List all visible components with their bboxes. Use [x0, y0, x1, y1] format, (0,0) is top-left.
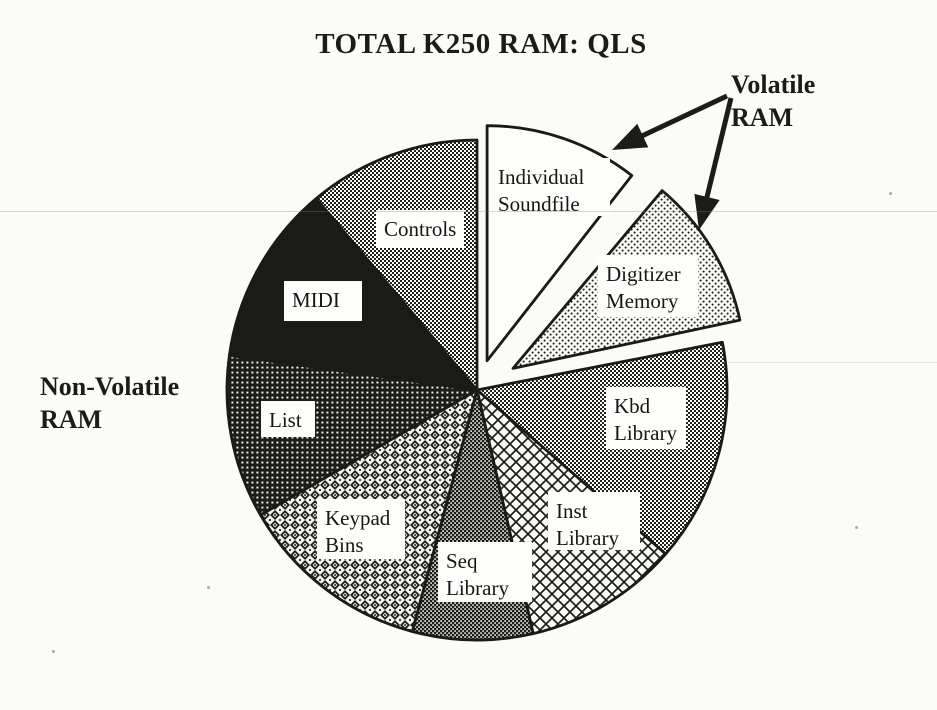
slice-label-box-list [261, 401, 315, 437]
pie-slice-list [225, 353, 479, 517]
slice-label-list-line1: List [269, 408, 302, 432]
slice-label-digitizer-memory-line1: Digitizer [606, 262, 681, 286]
slice-label-inst-library-line1: Inst [556, 499, 588, 523]
slice-label-individual-soundfile-line1: Individual [498, 165, 584, 189]
slice-label-kbd-library-line1: Kbd [614, 394, 651, 418]
non-volatile-ram-label: Non-Volatile RAM [40, 370, 179, 436]
volatile-arrow-to-individual-soundfile-head [612, 123, 649, 150]
slice-label-controls-line1: Controls [384, 217, 456, 241]
slice-label-seq-library-line2: Library [446, 576, 509, 600]
slice-label-box-individual-soundfile [490, 158, 610, 216]
slice-label-midi-line1: MIDI [292, 288, 340, 312]
chart-title: TOTAL K250 RAM: QLS [315, 28, 647, 60]
slice-label-box-midi [284, 281, 362, 321]
slice-label-box-seq-library [438, 542, 532, 602]
volatile-arrow-to-digitizer-memory-shaft [702, 97, 734, 208]
non-volatile-ram-label-line1: Non-Volatile [40, 372, 180, 401]
volatile-ram-label: Volatile RAM [731, 68, 815, 134]
slice-label-individual-soundfile-line2: Soundfile [498, 192, 580, 216]
slice-label-box-kbd-library [606, 387, 686, 449]
non-volatile-ram-label-line2: RAM [40, 405, 103, 434]
volatile-ram-label-line2: RAM [731, 103, 794, 132]
slice-label-box-controls [376, 210, 464, 248]
slice-label-box-digitizer-memory [598, 255, 698, 317]
slice-label-keypad-bins-line1: Keypad [325, 506, 391, 530]
slice-label-digitizer-memory-line2: Memory [606, 289, 679, 313]
slice-label-keypad-bins-line2: Bins [325, 533, 364, 557]
pie-slice-controls [314, 138, 479, 392]
slice-label-kbd-library-line2: Library [614, 421, 677, 445]
volatile-ram-label-line1: Volatile [731, 70, 816, 99]
volatile-arrows-layer [612, 93, 734, 230]
slice-label-seq-library-line1: Seq [446, 549, 478, 573]
volatile-arrow-to-individual-soundfile-shaft [632, 93, 729, 143]
slice-label-inst-library-line2: Library [556, 526, 619, 550]
slice-labels-layer: IndividualSoundfileDigitizerMemoryKbdLib… [261, 158, 698, 602]
slice-label-box-keypad-bins [317, 499, 405, 559]
volatile-arrow-to-digitizer-memory-head [694, 193, 720, 230]
slice-label-box-inst-library [548, 492, 640, 550]
